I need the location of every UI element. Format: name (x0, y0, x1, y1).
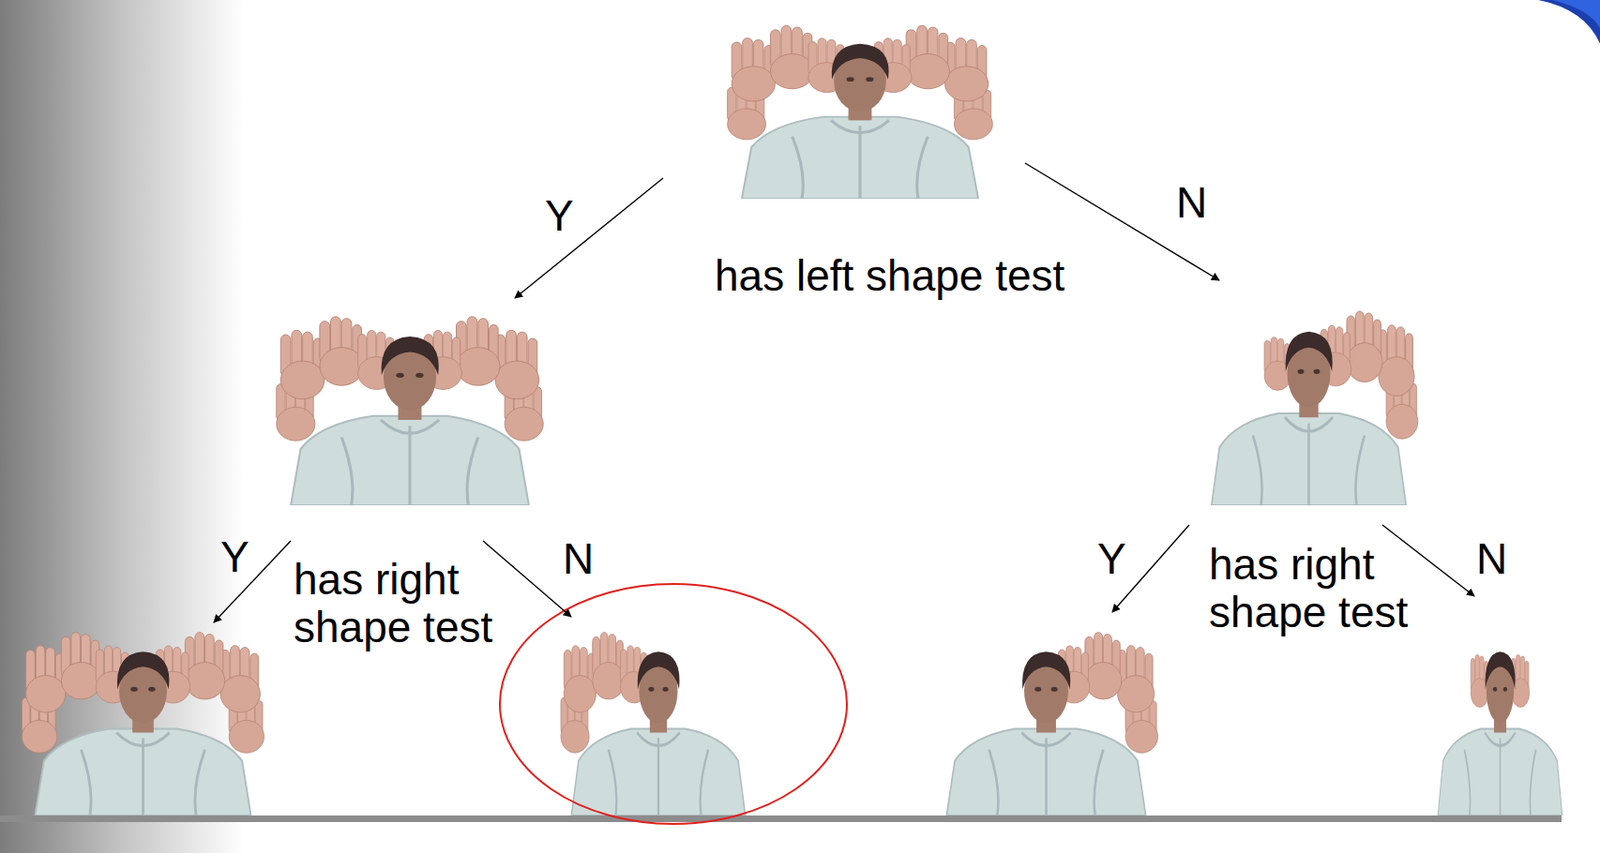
test-label: has right shape test (1208, 541, 1455, 637)
gesture-image (560, 633, 746, 816)
side-fade (0, 0, 244, 853)
gesture-image (946, 633, 1158, 816)
branch-arrow (514, 178, 664, 299)
highlight-ellipse (499, 584, 847, 825)
gesture-image (1437, 651, 1563, 816)
gesture-image (276, 316, 544, 506)
gesture-image (727, 25, 994, 199)
test-label: has left shape test (714, 252, 1065, 301)
test-label: has right shape test (293, 556, 540, 652)
gesture-image (1211, 311, 1419, 506)
branch-arrow (1382, 525, 1475, 597)
branch-arrow (483, 541, 572, 618)
gesture-image (21, 633, 264, 816)
corner-swoosh (1526, 0, 1600, 49)
branch-label: N (1176, 179, 1208, 227)
bottom-bar (0, 815, 1562, 823)
branch-label: N (562, 535, 594, 584)
branch-label: Y (544, 192, 574, 241)
branch-label: Y (1097, 535, 1127, 584)
branch-label: N (1476, 535, 1508, 584)
branch-label: Y (220, 533, 250, 582)
